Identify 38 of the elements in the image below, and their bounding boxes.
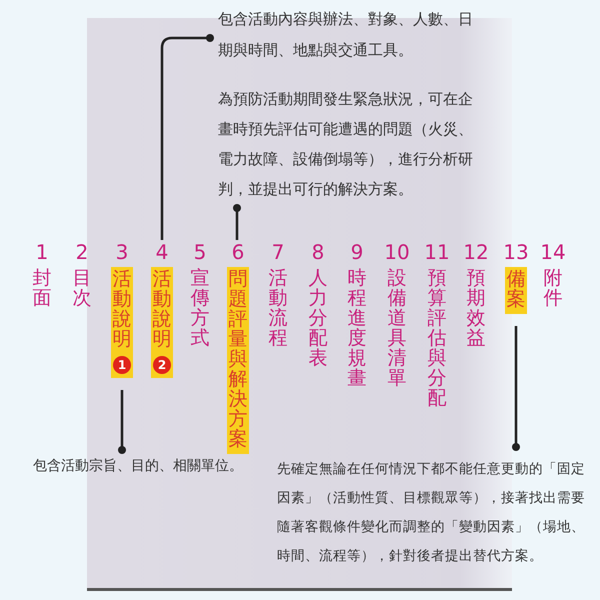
section-title: 活動說明 [152, 268, 172, 350]
leader-line [512, 326, 520, 451]
section-title: 預期效益 [466, 267, 486, 349]
item-number: 8 [312, 240, 324, 264]
item-number: 7 [272, 240, 284, 264]
number-badge: 1 [113, 356, 131, 374]
item-number: 2 [76, 240, 88, 264]
item-number: 11 [424, 240, 450, 264]
section-title: 目次 [72, 267, 92, 309]
item-number: 14 [540, 240, 566, 264]
note-text: 包含活動內容與辦法、對象、人數、日期與時間、地點與交通工具。 [218, 4, 480, 66]
leader-line [160, 34, 214, 240]
section-title: 活動流程 [268, 267, 288, 349]
section-title: 問題評量與解決方案 [228, 268, 248, 450]
section-title: 活動說明 [112, 268, 132, 350]
item-number: 6 [232, 240, 244, 264]
section-title: 封面 [32, 267, 52, 309]
number-badge: 2 [153, 356, 171, 374]
section-title: 設備道具清單 [387, 267, 407, 389]
item-number: 4 [156, 240, 168, 264]
section-title: 宣傳方式 [190, 267, 210, 349]
section-title: 附件 [543, 267, 563, 309]
item-number: 9 [350, 240, 364, 264]
section-title: 時程進度規畫 [347, 267, 367, 389]
note-text: 為預防活動期間發生緊急狀況，可在企畫時預先評估可能遭遇的問題（火災、電力故障、設備倒塌等），進行分析研判，並提出可行的解決方案。 [218, 84, 480, 204]
item-number: 12 [463, 240, 489, 264]
leader-line [118, 390, 126, 454]
item-number: 5 [194, 240, 206, 264]
item-number: 3 [116, 240, 128, 264]
section-title: 預算評估與分配 [427, 267, 447, 409]
section-title: 人力分配表 [308, 267, 328, 369]
note-text: 包含活動宗旨、目的、相關單位。 [33, 456, 263, 476]
item-number: 1 [36, 240, 48, 264]
note-text: 先確定無論在任何情況下都不能任意更動的「固定因素」（活動性質、目標觀眾等），接著找出需要隨著客觀條件變化而調整的「變動因素」（場地、時間、流程等），針對後者提出替代方案。 [277, 455, 593, 571]
leader-line [233, 204, 241, 240]
section-title: 備案 [506, 268, 526, 310]
item-number: 10 [384, 240, 410, 264]
item-number: 13 [503, 240, 529, 264]
